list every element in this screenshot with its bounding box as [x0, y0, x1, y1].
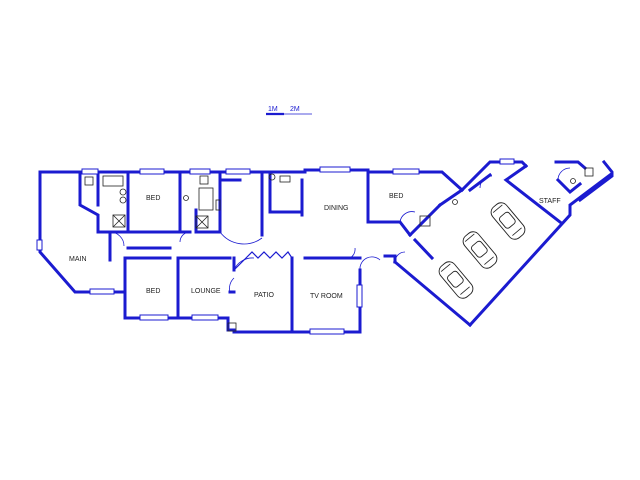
room-label-bed-top: BED — [146, 195, 160, 202]
windows — [36, 158, 515, 335]
car-1 — [490, 202, 526, 240]
room-label-tv-room: TV ROOM — [310, 293, 343, 300]
room-labels: MAIN BED BED LOUNGE PATIO TV ROOM DINING… — [69, 193, 561, 300]
scale-bar: 1M 2M — [266, 106, 312, 116]
door-swings — [109, 167, 571, 293]
room-label-dining: DINING — [324, 205, 349, 212]
room-label-bed-lower: BED — [146, 288, 160, 295]
outer-walls — [38, 159, 614, 334]
room-label-bed-right: BED — [389, 193, 403, 200]
room-label-patio: PATIO — [254, 292, 275, 299]
patio-folding-door — [233, 251, 293, 271]
car-3 — [438, 261, 474, 299]
bathroom-fixtures — [84, 167, 594, 332]
scale-label-2m: 2M — [290, 106, 300, 113]
room-label-main: MAIN — [69, 256, 87, 263]
scale-label-1m: 1M — [268, 106, 278, 113]
room-label-staff: STAFF — [539, 198, 561, 205]
room-label-lounge: LOUNGE — [191, 288, 221, 295]
car-2 — [462, 231, 498, 269]
garage-cars — [438, 202, 526, 299]
